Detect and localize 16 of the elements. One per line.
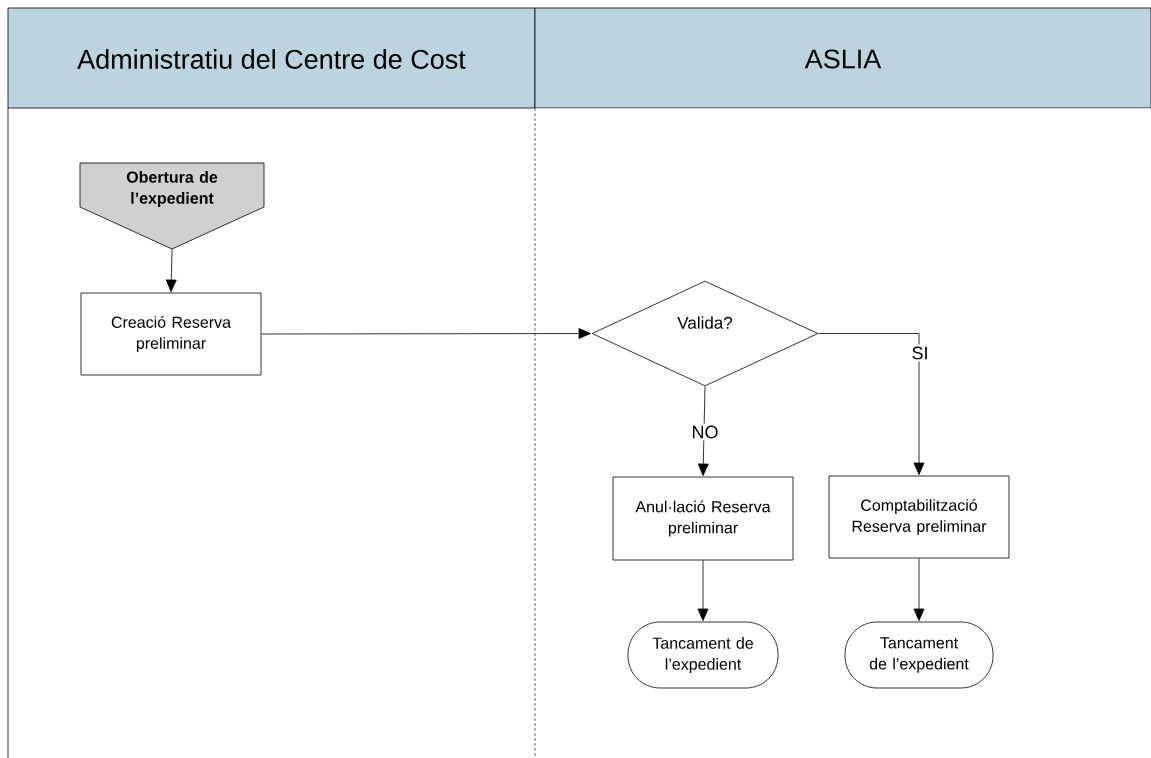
edge-label: SI: [909, 344, 931, 362]
arrow: [165, 249, 177, 292]
arrow: [818, 333, 925, 475]
lane-header: ASLIA: [534, 7, 1151, 109]
arrow: [697, 560, 709, 621]
lane-header: Administratiu del Centre de Cost: [7, 7, 536, 109]
terminator: Tancament de l’expedient: [844, 621, 994, 689]
terminator: Tancament de l’expedient: [627, 621, 779, 689]
arrow: [697, 386, 709, 476]
process-box: Comptabilització Reserva preliminar: [828, 475, 1010, 559]
process-box: Anul·lació Reserva preliminar: [612, 476, 794, 561]
process-box: Creació Reserva preliminar: [80, 292, 262, 376]
arrow: [261, 328, 591, 339]
arrow: [913, 558, 925, 621]
off-page-connector: Obertura de l’expedient: [79, 162, 265, 250]
edge-label: NO: [689, 423, 721, 441]
